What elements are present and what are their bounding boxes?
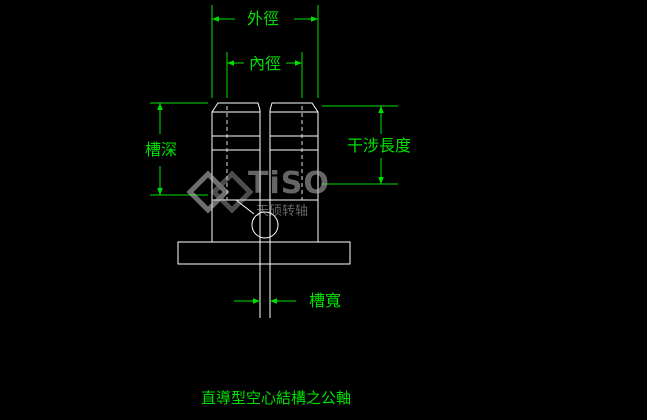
base-plate [177,241,351,265]
shaft-outline [177,102,351,265]
inner-diameter-label: 內徑 [249,54,282,73]
interference-length-label: 干涉長度 [347,136,412,155]
dimensions [150,5,398,304]
hidden-lines [226,106,303,200]
cross-hole [251,211,279,239]
tiso-logo-icon [186,170,254,214]
groove-depth-label: 槽深 [145,140,178,159]
right-prong [269,102,319,242]
watermark: TiSO 天硕转轴 [186,166,336,220]
groove-width-label: 槽寬 [309,291,342,310]
outer-diameter-label: 外徑 [247,9,280,28]
watermark-brand: TiSO [248,166,330,201]
slot-chamfer [235,199,255,215]
figure-caption: 直導型空心結構之公軸 [201,389,352,407]
watermark-tagline: 天硕转轴 [256,204,309,219]
left-prong [211,102,261,242]
